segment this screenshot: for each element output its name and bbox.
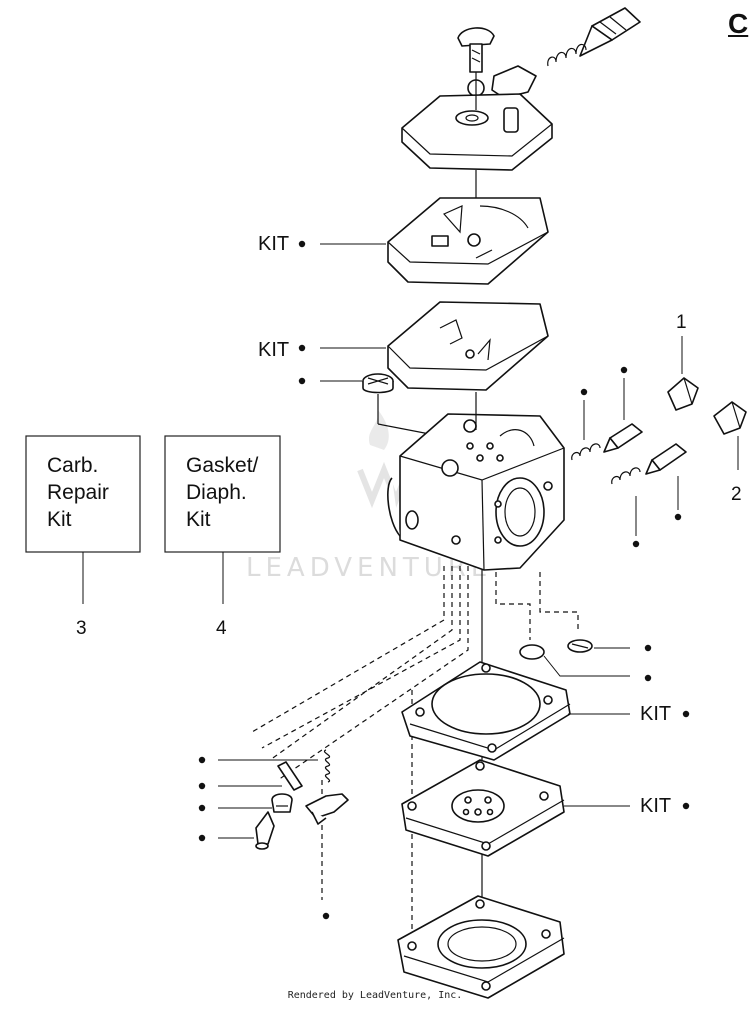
pump-cover[interactable] <box>401 93 553 171</box>
ref-dot <box>632 540 640 548</box>
carburetor-body[interactable] <box>387 413 565 571</box>
ref-dot <box>674 513 682 521</box>
ref-dot <box>644 674 652 682</box>
metering-spring[interactable] <box>324 749 331 783</box>
needle-spring[interactable] <box>547 43 587 67</box>
ref-dot <box>298 240 306 248</box>
callout-2: 2 <box>731 484 742 505</box>
kit-label-1: KIT <box>258 233 289 255</box>
ref-dot <box>620 366 628 374</box>
top-screw[interactable] <box>457 27 495 73</box>
carb-repair-kit-box <box>25 435 141 553</box>
ref-dot <box>682 710 690 718</box>
gasket-diaph-kit-box <box>164 435 281 553</box>
callout-3: 3 <box>76 618 87 639</box>
fuel-filter-screen[interactable] <box>362 373 394 394</box>
low-speed-spring[interactable] <box>571 443 601 461</box>
limiter-cap-1[interactable] <box>667 377 699 411</box>
callout-1: 1 <box>676 312 687 333</box>
footer-credit: Rendered by LeadVenture, Inc. <box>287 990 463 1001</box>
high-speed-needle-lower[interactable] <box>645 443 687 475</box>
metering-diaphragm[interactable] <box>401 759 565 857</box>
watermark-text: LEADVENTURE <box>246 553 492 583</box>
metering-lever-screw[interactable] <box>271 793 293 813</box>
kit-label-4: KIT <box>640 795 671 817</box>
inlet-needle[interactable] <box>255 811 275 850</box>
ref-dot <box>682 802 690 810</box>
callout-4: 4 <box>216 618 227 639</box>
ref-dot <box>198 756 206 764</box>
gasket-diaph-kit-text: Gasket/ Diaph. Kit <box>186 454 259 531</box>
metering-cover[interactable] <box>397 895 565 999</box>
metering-gasket[interactable] <box>401 661 571 761</box>
check-valve-disc[interactable] <box>519 644 545 660</box>
kit-label-2: KIT <box>258 339 289 361</box>
ref-dot <box>198 804 206 812</box>
ref-dot <box>298 377 306 385</box>
limiter-cap-2[interactable] <box>713 401 747 435</box>
lever-pin[interactable] <box>277 761 303 791</box>
carb-repair-kit-text: Carb. Repair Kit <box>47 454 109 531</box>
pump-gasket[interactable] <box>387 301 549 391</box>
ref-dot <box>198 782 206 790</box>
high-speed-spring-lower[interactable] <box>611 467 641 485</box>
page-title-partial: C <box>728 8 749 39</box>
metering-lever[interactable] <box>305 793 349 825</box>
ref-dot <box>580 388 588 396</box>
pump-diaphragm[interactable] <box>387 197 549 285</box>
low-speed-needle[interactable] <box>603 423 643 453</box>
inlet-screen-disc[interactable] <box>567 639 593 653</box>
high-speed-needle[interactable] <box>579 7 641 57</box>
ref-dot <box>198 834 206 842</box>
ref-dot <box>298 344 306 352</box>
ref-dot <box>644 644 652 652</box>
kit-label-3: KIT <box>640 703 671 725</box>
ref-dot <box>322 912 330 920</box>
